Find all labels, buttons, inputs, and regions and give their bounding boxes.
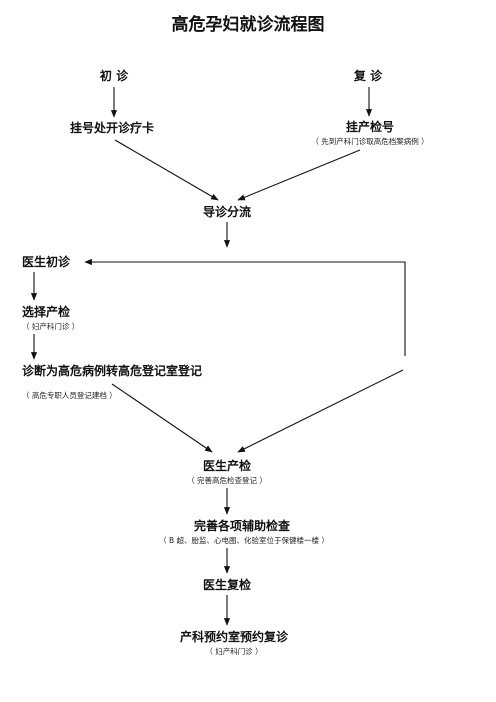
node-doctor-first: 医生初诊 xyxy=(22,255,71,269)
note-aux-exams: （ B 超、胎监、心电图、化验室位于保健楼一楼 ） xyxy=(159,536,329,545)
arrow-branch-to-doctor-first xyxy=(84,258,406,356)
arrow-diagnosis-to-checkup xyxy=(111,383,213,453)
note-choose-checkup: （ 妇产科门诊 ） xyxy=(22,322,80,331)
note-doctor-checkup: （ 完善高危检查登记 ） xyxy=(187,476,267,485)
node-choose-checkup: 选择产检 xyxy=(22,305,71,319)
node-triage: 导诊分流 xyxy=(202,205,252,219)
arrow-right-to-checkup xyxy=(237,369,404,453)
node-aux-exams: 完善各项辅助检查 xyxy=(193,519,291,533)
node-register-card: 挂号处开诊疗卡 xyxy=(69,121,155,135)
node-diagnosis-transfer: 诊断为高危病例转高危登记室登记 xyxy=(22,364,203,378)
node-obstetric-register: 挂产检号 xyxy=(345,120,395,134)
note-diagnosis-transfer: （ 高危专职人员登记建档 ） xyxy=(22,391,117,400)
arrow-register-to-triage xyxy=(114,139,219,201)
node-return-visit: 复 诊 xyxy=(353,69,383,83)
arrow-obstetric-to-triage xyxy=(237,149,361,201)
note-obstetric-register: （ 先到产科门诊取高危档案病例 ） xyxy=(311,137,429,146)
node-appointment: 产科预约室预约复诊 xyxy=(179,630,289,644)
node-doctor-recheck: 医生复检 xyxy=(202,578,252,592)
note-appointment: （ 妇产科门诊 ） xyxy=(205,647,263,656)
page-title: 高危孕妇就诊流程图 xyxy=(171,15,325,35)
node-doctor-checkup: 医生产检 xyxy=(202,459,252,473)
node-first-visit: 初 诊 xyxy=(99,69,129,83)
